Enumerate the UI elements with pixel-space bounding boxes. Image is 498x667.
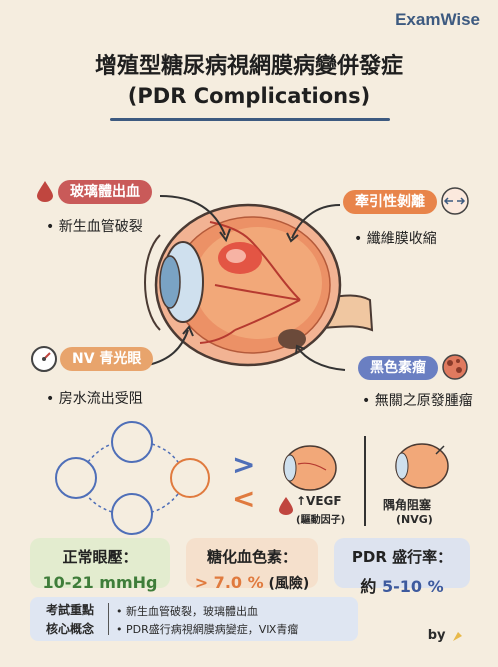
stat-normal-iop-label: 正常眼壓： <box>62 548 138 566</box>
vegf-label: ↑VEGF <box>296 494 342 508</box>
complication-vitreous-hemorrhage-desc: • 新生血管破裂 <box>46 219 143 235</box>
small-eye-angle-icon <box>395 443 449 489</box>
complication-melanoma-desc: • 無關之原發腫瘤 <box>362 393 473 409</box>
greater-than-symbol: > <box>232 448 256 481</box>
angle-closure-sublabel: (NVG) <box>396 513 433 526</box>
summary-point-2: • PDR盛行病視網膜病變症，VⅨ青瘤 <box>116 623 299 636</box>
stat-hba1c-label: 糖化血色素： <box>206 548 297 566</box>
stat-hba1c-value: > 7.0 % <box>194 573 264 592</box>
summary-label-line2: 核心概念 <box>45 622 94 636</box>
summary-label-line1: 考試重點 <box>45 603 94 617</box>
stat-normal-iop: 正常眼壓： 10-21 mmHg <box>30 538 170 592</box>
traction-arrows-icon <box>441 187 469 215</box>
stat-pdr-prevalence-value: 5-10 % <box>381 577 444 596</box>
small-eye-vegf-icon <box>283 445 337 491</box>
complication-traction-detachment-desc: • 纖維膜收縮 <box>354 231 437 247</box>
blood-drop-icon <box>37 181 53 202</box>
complication-nv-glaucoma-label: NV 青光眼 <box>60 347 154 371</box>
vegf-sublabel: (驅動因子) <box>296 515 346 526</box>
divider <box>364 436 366 526</box>
summary-point-1: • 新生血管破裂，玻璃體出血 <box>116 605 258 618</box>
vegf-drop-icon <box>279 497 293 515</box>
complication-traction-detachment-label: 牽引性剝離 <box>343 190 437 214</box>
pressure-gauge-icon <box>31 346 57 372</box>
complication-nv-glaucoma-desc: • 房水流出受阻 <box>46 391 143 407</box>
title-sub: (PDR Complications) <box>127 84 371 108</box>
title-underline <box>110 118 390 121</box>
mechanism-cycle-diagram <box>55 421 210 535</box>
less-than-symbol: < <box>232 482 256 515</box>
exam-summary-box: 考試重點 核心概念 • 新生血管破裂，玻璃體出血 • PDR盛行病視網膜病變症，… <box>30 597 358 641</box>
brand-logo: ExamWise <box>395 10 480 29</box>
stat-pdr-prevalence-label: PDR 盛行率： <box>351 548 453 566</box>
stat-pdr-prevalence-prefix: 約 <box>360 577 382 596</box>
author-mark-icon <box>453 631 462 641</box>
tumor-cell-icon <box>442 354 468 380</box>
title-main: 增殖型糖尿病視網膜病變併發症 <box>94 54 403 79</box>
summary-separator <box>108 603 109 635</box>
stat-hba1c-suffix: (風險) <box>263 576 310 592</box>
complication-vitreous-hemorrhage-label: 玻璃體出血 <box>58 180 152 204</box>
stat-normal-iop-value: 10-21 mmHg <box>42 573 158 592</box>
stat-hba1c: 糖化血色素： > 7.0 % (風險) <box>186 538 318 592</box>
stat-pdr-prevalence: PDR 盛行率： 約 5-10 % <box>334 538 470 596</box>
complication-melanoma-label: 黑色素瘤 <box>358 356 438 380</box>
angle-closure-label: 隅角阻塞 <box>383 498 432 512</box>
byline: by <box>428 628 464 643</box>
